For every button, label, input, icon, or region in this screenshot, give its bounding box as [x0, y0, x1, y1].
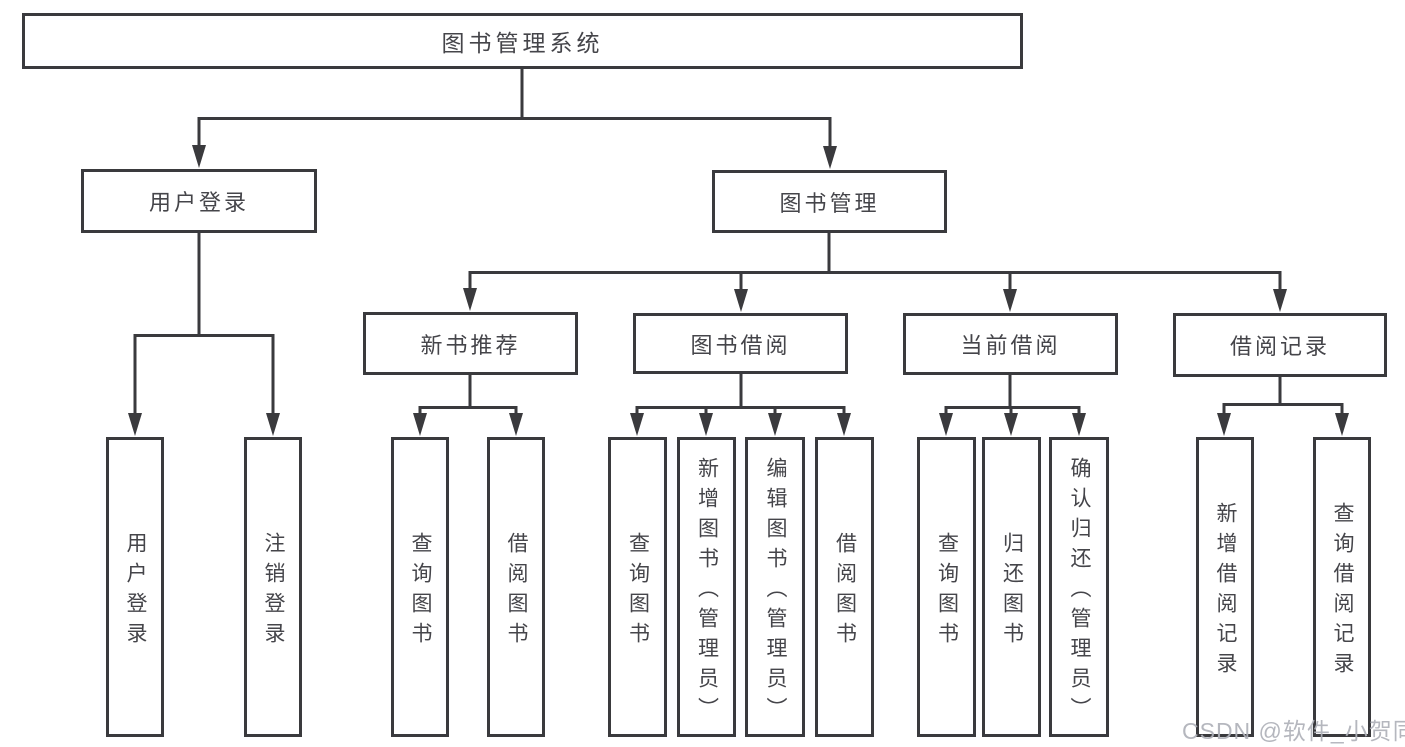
- arrow-down-icon: [463, 288, 477, 311]
- arrow-down-icon: [1072, 413, 1086, 436]
- arrow-down-icon: [1217, 413, 1231, 436]
- leaf-label: 确认归还（管理员）: [1068, 456, 1091, 727]
- arrow-down-icon: [509, 413, 523, 436]
- leaf-label: 编辑图书（管理员）: [764, 456, 787, 727]
- leaf-return-books: 归还图书: [982, 437, 1041, 737]
- leaf-logout: 注销登录: [244, 437, 302, 737]
- arrow-down-icon: [192, 145, 206, 168]
- csdn-watermark: CSDN @软件_小贺同学: [1182, 718, 1405, 744]
- leaf-user-login: 用户登录: [106, 437, 164, 737]
- connector-borrow-to-leaves: [635, 373, 846, 417]
- leaf-add-book-admin: 新增图书（管理员）: [677, 437, 736, 737]
- node-library-management-system: 图书管理系统: [22, 13, 1023, 69]
- arrow-down-icon: [1004, 413, 1018, 436]
- leaf-query-books-current: 查询图书: [917, 437, 976, 737]
- arrow-down-icon: [266, 413, 280, 436]
- arrow-down-icon: [939, 413, 953, 436]
- leaf-label: 查询图书: [626, 531, 650, 652]
- connector-root-to-level2: [197, 69, 832, 150]
- node-label: 当前借阅: [960, 333, 1061, 358]
- connector-bookmgmt-to-level3: [468, 233, 1282, 293]
- arrow-down-icon: [837, 413, 851, 436]
- leaf-label: 归还图书: [1000, 531, 1024, 652]
- leaf-confirm-return-admin: 确认归还（管理员）: [1049, 437, 1109, 737]
- connector-login-to-leaves: [133, 232, 275, 417]
- arrow-down-icon: [823, 146, 837, 169]
- connector-records-to-leaves: [1222, 377, 1344, 417]
- leaf-borrow-books-newbook: 借阅图书: [487, 437, 545, 737]
- arrow-down-icon: [699, 413, 713, 436]
- node-book-management: 图书管理: [712, 170, 947, 233]
- arrow-down-icon: [1335, 413, 1349, 436]
- node-label: 图书管理: [779, 190, 880, 216]
- arrow-down-icon: [768, 413, 782, 436]
- node-label: 新书推荐: [420, 332, 521, 358]
- node-borrowing-records: 借阅记录: [1173, 313, 1387, 377]
- leaf-label: 注销登录: [262, 531, 285, 652]
- connector-current-to-leaves: [944, 374, 1081, 417]
- leaf-query-borrow-record: 查询借阅记录: [1313, 437, 1371, 737]
- arrowheads: [128, 145, 1349, 436]
- arrow-down-icon: [413, 413, 427, 436]
- leaf-label: 用户登录: [124, 531, 147, 652]
- node-new-book-recommendation: 新书推荐: [363, 312, 578, 375]
- leaf-label: 查询图书: [935, 531, 959, 652]
- leaf-label: 查询图书: [409, 531, 432, 652]
- leaf-edit-book-admin: 编辑图书（管理员）: [745, 437, 805, 737]
- leaf-label: 查询借阅记录: [1331, 501, 1354, 682]
- node-label: 借阅记录: [1229, 334, 1330, 359]
- leaf-query-books-borrow: 查询图书: [608, 437, 667, 737]
- arrow-down-icon: [128, 413, 142, 436]
- leaf-label: 借阅图书: [505, 531, 528, 652]
- leaf-label: 新增借阅记录: [1214, 501, 1237, 682]
- arrow-down-icon: [734, 289, 748, 312]
- arrow-down-icon: [1273, 289, 1287, 312]
- leaf-label: 借阅图书: [833, 531, 857, 652]
- node-label: 用户登录: [148, 190, 249, 215]
- leaf-label: 新增图书（管理员）: [695, 456, 719, 727]
- leaf-add-borrow-record: 新增借阅记录: [1196, 437, 1254, 737]
- node-label: 图书借阅: [690, 332, 791, 358]
- connector-newbook-to-leaves: [418, 375, 518, 417]
- node-book-borrowing: 图书借阅: [633, 313, 848, 374]
- node-user-login: 用户登录: [81, 169, 317, 233]
- leaf-query-books-newbook: 查询图书: [391, 437, 449, 737]
- leaf-borrow-books-borrow: 借阅图书: [815, 437, 874, 737]
- node-label: 图书管理系统: [441, 30, 604, 56]
- arrow-down-icon: [1003, 289, 1017, 312]
- node-current-borrowing: 当前借阅: [903, 313, 1118, 375]
- arrow-down-icon: [630, 413, 644, 436]
